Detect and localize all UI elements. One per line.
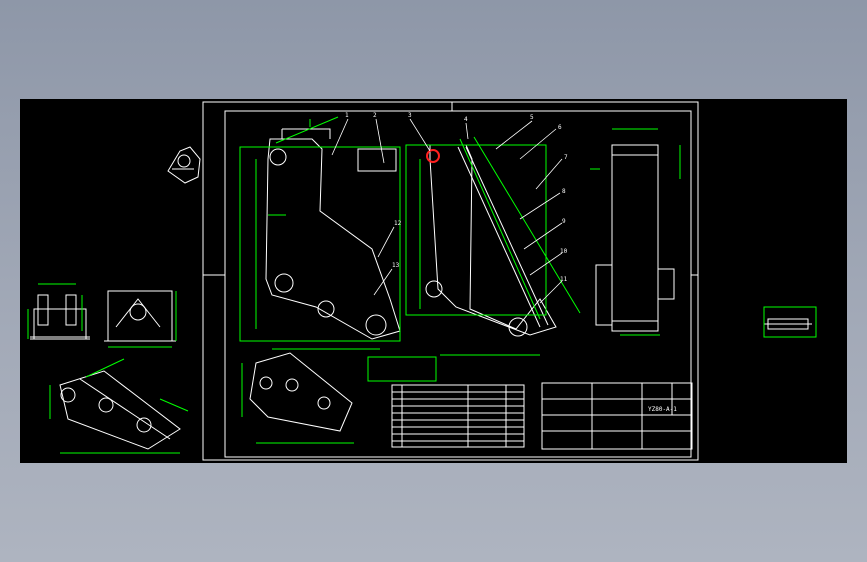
parts-list-table bbox=[391, 384, 525, 448]
cad-viewport[interactable]: 1 2 3 4 5 6 7 8 9 10 11 12 13 YZ80-A-1 bbox=[20, 99, 847, 463]
balloon-8: 8 bbox=[562, 188, 566, 195]
drawing-frame-outer bbox=[202, 101, 699, 461]
balloon-3: 3 bbox=[408, 112, 412, 119]
balloon-12: 12 bbox=[394, 220, 402, 227]
drawing-frame-inner bbox=[224, 110, 692, 458]
main-view-arm-a-dims bbox=[239, 116, 401, 350]
balloon-11: 11 bbox=[560, 276, 568, 283]
left-plate-view bbox=[59, 370, 181, 450]
balloon-10: 10 bbox=[560, 248, 568, 255]
drawing-canvas: 1 2 3 4 5 6 7 8 9 10 11 12 13 YZ80-A-1 bbox=[27, 101, 817, 461]
right-small-part bbox=[764, 318, 812, 330]
balloon-4: 4 bbox=[464, 116, 468, 123]
main-view-arm-a bbox=[265, 128, 401, 340]
balloon-2: 2 bbox=[373, 112, 377, 119]
main-view-arm-b-dims bbox=[405, 136, 581, 356]
balloon-leaders bbox=[331, 118, 563, 304]
drawing-code: YZ80-A-1 bbox=[648, 406, 677, 413]
small-front-view bbox=[30, 294, 90, 340]
balloon-1: 1 bbox=[345, 112, 349, 119]
balloon-5: 5 bbox=[530, 114, 534, 121]
balloon-9: 9 bbox=[562, 218, 566, 225]
main-view-arm-b bbox=[425, 144, 557, 337]
title-block bbox=[541, 382, 693, 450]
small-front-view-dims bbox=[27, 283, 83, 339]
balloon-7: 7 bbox=[564, 154, 568, 161]
lower-detail-view bbox=[249, 352, 353, 432]
small-side-view bbox=[104, 290, 176, 342]
highlight-hole-marker bbox=[426, 149, 440, 163]
balloon-6: 6 bbox=[558, 124, 562, 131]
isometric-view-thumbnail bbox=[167, 146, 201, 184]
side-view-plate bbox=[595, 144, 675, 332]
balloon-13: 13 bbox=[392, 262, 400, 269]
balloon-labels: 1 2 3 4 5 6 7 8 9 10 11 12 13 bbox=[345, 112, 568, 283]
